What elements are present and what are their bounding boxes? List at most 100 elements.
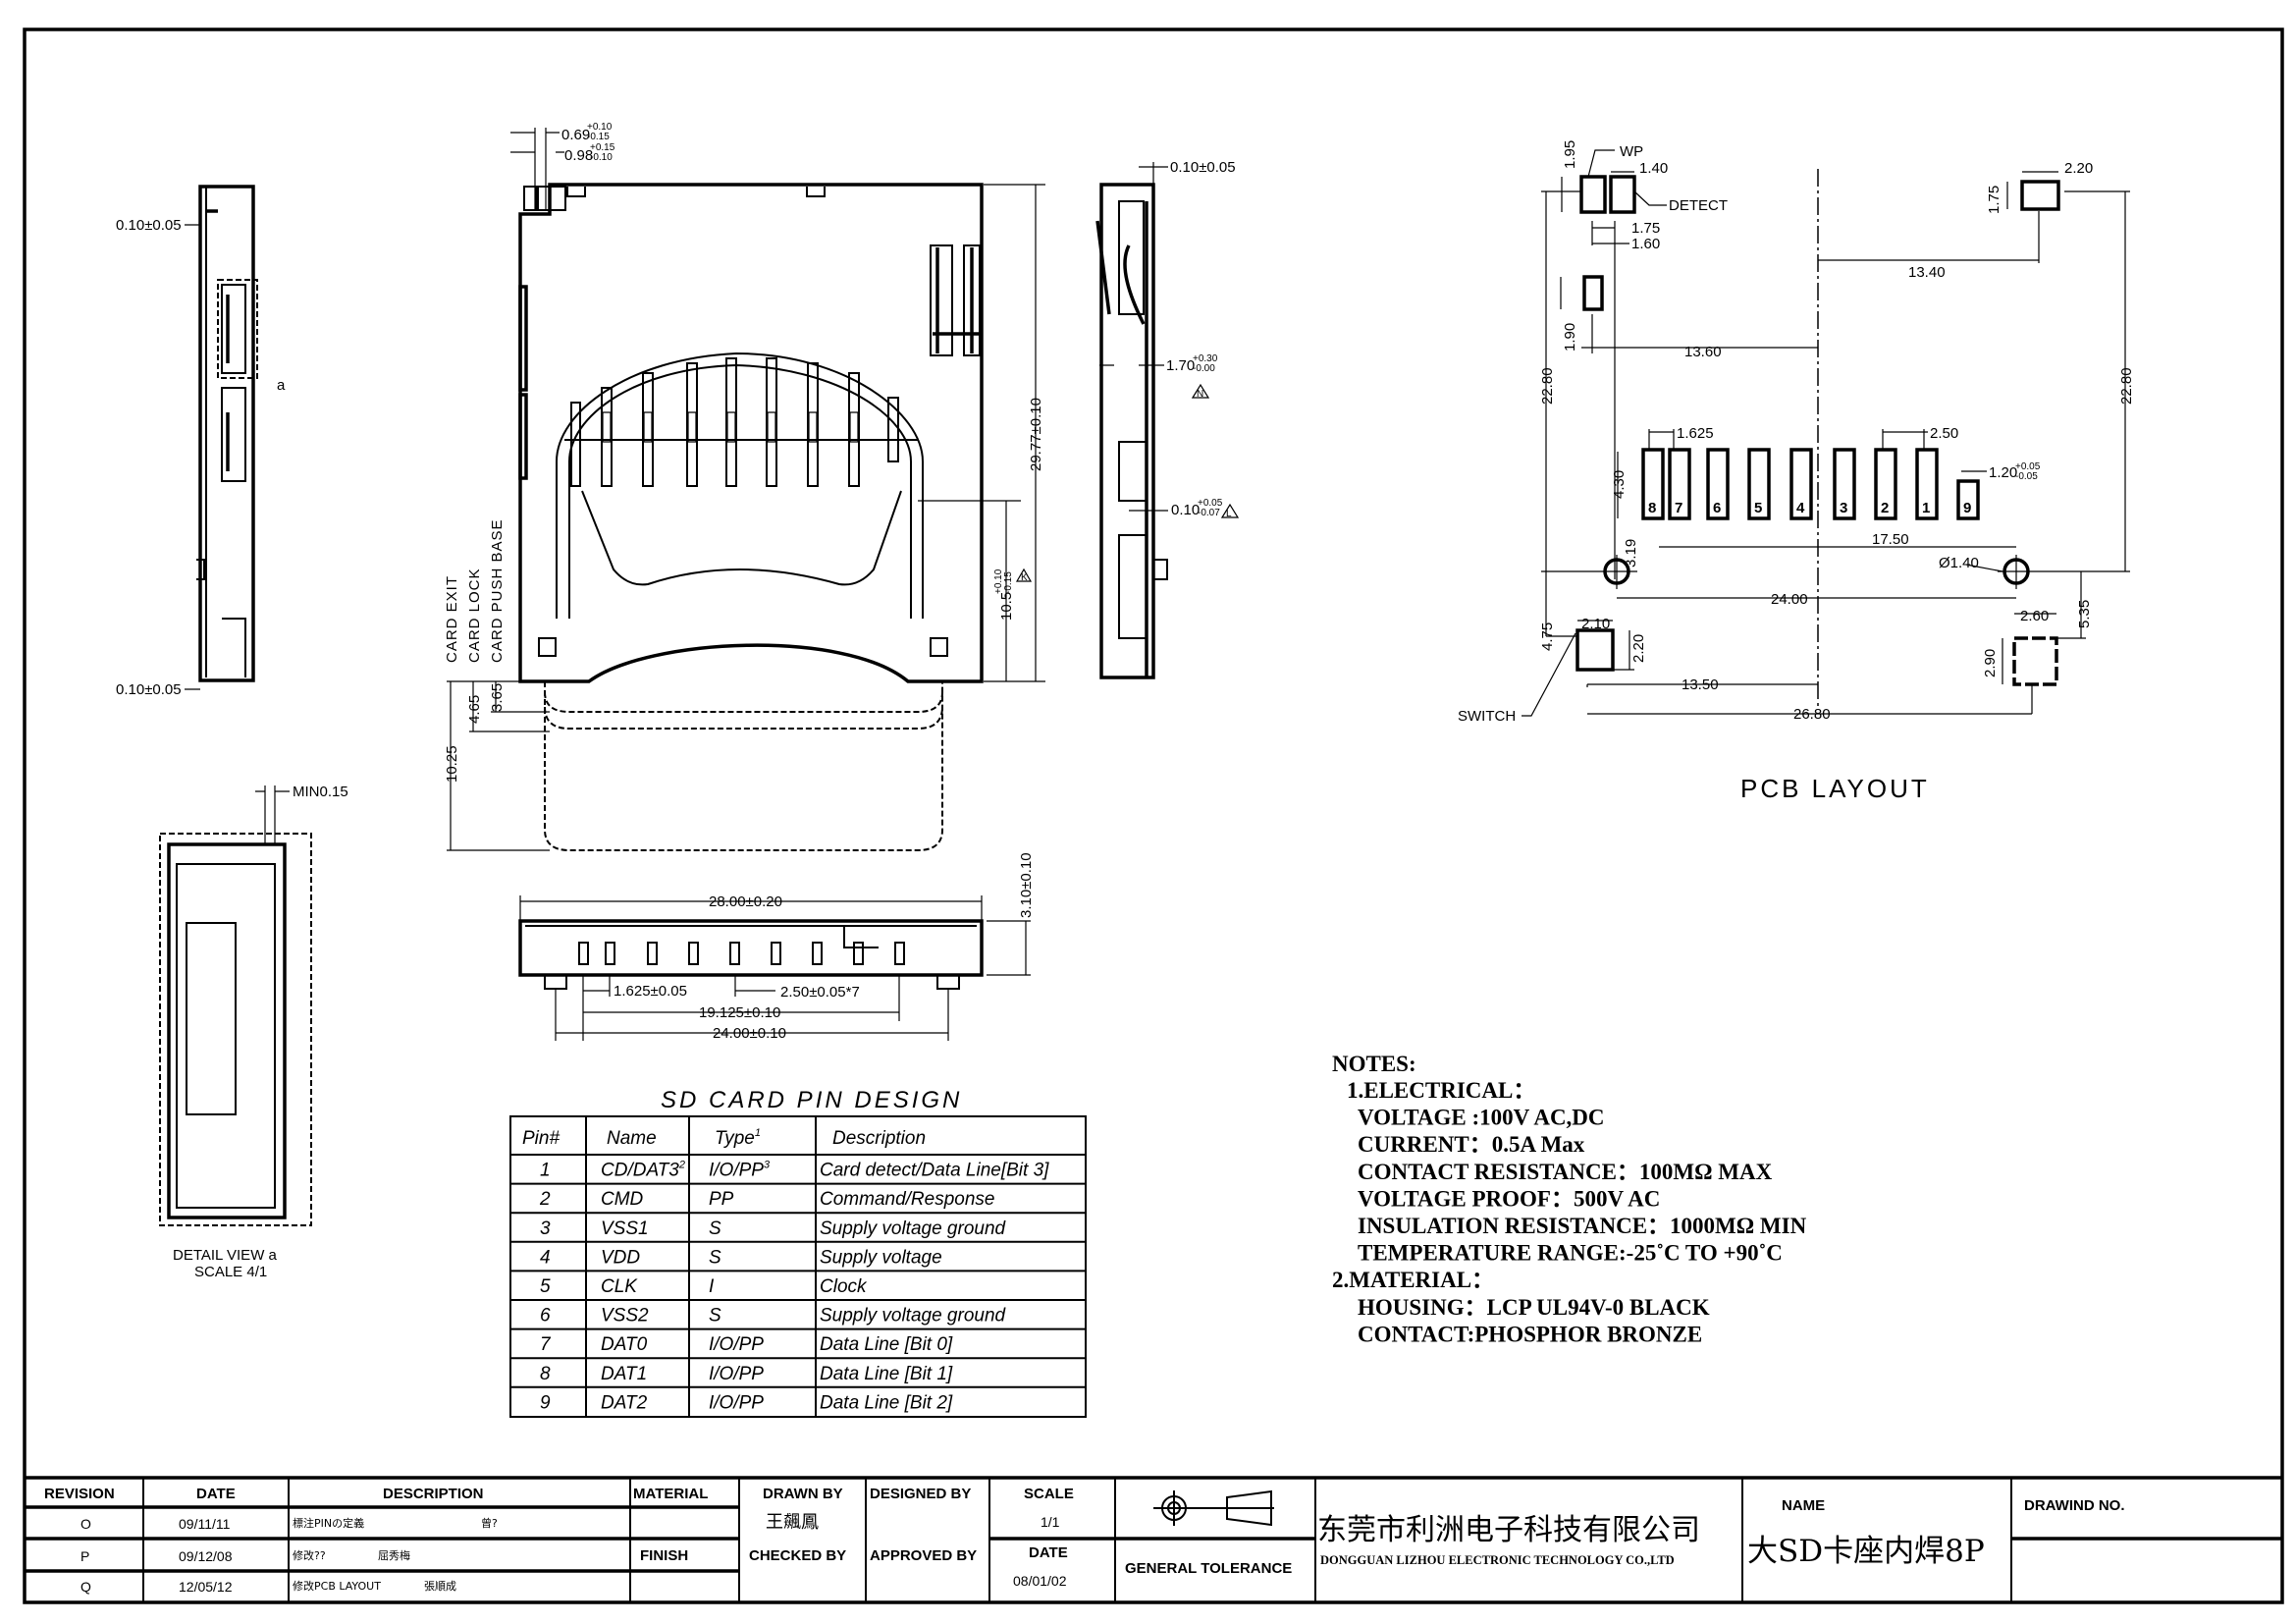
svg-text:I/O/PP: I/O/PP bbox=[709, 1334, 764, 1355]
sheet-border bbox=[23, 27, 2284, 1604]
revision-date: 12/05/12 bbox=[179, 1579, 233, 1595]
pin-number: 8 bbox=[540, 1364, 551, 1384]
svg-text:VDD: VDD bbox=[601, 1247, 640, 1268]
bottom-dim-pitch1: 1.625±0.05 bbox=[614, 983, 687, 1000]
pcb-pad: 3 bbox=[1833, 448, 1856, 520]
svg-text:I/O/PP: I/O/PP bbox=[709, 1364, 764, 1384]
right-dim-170-tol-plus: +0.30 bbox=[1193, 353, 1218, 364]
pin-description: Data Line [Bit 1] bbox=[820, 1364, 953, 1384]
header-material: MATERIAL bbox=[633, 1486, 708, 1502]
pcb-pad-number: 1 bbox=[1922, 500, 1930, 516]
notes-line: CURRENT：0.5A Max bbox=[1358, 1132, 1585, 1157]
pcb-detect-label: DETECT bbox=[1669, 197, 1728, 214]
pcb-pad: 5 bbox=[1747, 448, 1771, 520]
pcb-d140: 1.40 bbox=[1639, 160, 1668, 177]
svg-text:S: S bbox=[709, 1247, 721, 1268]
header-general-tolerance: GENERAL TOLERANCE bbox=[1125, 1560, 1292, 1577]
pcb-pad: 9 bbox=[1956, 479, 1980, 520]
pcb-pad-number: 6 bbox=[1713, 500, 1721, 516]
header-pin: Pin# bbox=[522, 1128, 560, 1149]
revision-description: 修改?? bbox=[293, 1548, 326, 1562]
pcb-d535: 5.35 bbox=[2076, 600, 2093, 628]
pin-description: Supply voltage bbox=[820, 1247, 942, 1268]
revision-date: 09/12/08 bbox=[179, 1548, 233, 1564]
pin-name-sup: 2 bbox=[678, 1160, 685, 1171]
header-drawing-no: DRAWIND NO. bbox=[2024, 1497, 2125, 1514]
pin-number: 6 bbox=[540, 1306, 551, 1326]
drawn-by-value: 王飆鳳 bbox=[766, 1512, 819, 1532]
pcb-pad: 8 bbox=[1641, 448, 1665, 520]
dim-105-mark: K bbox=[1021, 572, 1028, 583]
pin-number: 3 bbox=[540, 1218, 551, 1239]
right-dim-170-tol-minus: -0.00 bbox=[1193, 363, 1215, 374]
left-side-view: a 0.10±0.05 0.10±0.05 bbox=[116, 185, 286, 698]
header-name: NAME bbox=[1782, 1497, 1825, 1514]
dim-465: 4.65 bbox=[466, 695, 483, 724]
notes-section-heading: 1.ELECTRICAL： bbox=[1347, 1078, 1535, 1103]
pcb-d120-tol-plus: +0.05 bbox=[2015, 461, 2041, 472]
pin-description: Supply voltage ground bbox=[820, 1218, 1007, 1239]
pcb-d2280a: 22.80 bbox=[1539, 367, 1556, 405]
pcb-d475: 4.75 bbox=[1539, 623, 1556, 651]
revision-code: P bbox=[80, 1548, 89, 1564]
dim-1025: 10.25 bbox=[444, 745, 460, 783]
dim-098-tol-plus: +0.15 bbox=[590, 142, 615, 153]
pcb-d120: 1.20 bbox=[1989, 464, 2017, 481]
pin-name: VDD bbox=[601, 1247, 640, 1268]
bottom-dim-holes: 24.00±0.10 bbox=[713, 1025, 786, 1042]
notes-line: HOUSING：LCP UL94V-0 BLACK bbox=[1358, 1295, 1710, 1320]
top-view-contacts bbox=[570, 357, 899, 487]
pcb-d290: 2.90 bbox=[1982, 649, 1999, 677]
dim-069: 0.69 bbox=[561, 127, 590, 143]
pin-table-title: SD CARD PIN DESIGN bbox=[661, 1087, 962, 1113]
pcb-pad: 6 bbox=[1706, 448, 1730, 520]
notes-line: CONTACT:PHOSPHOR BRONZE bbox=[1358, 1322, 1702, 1346]
svg-text:I: I bbox=[709, 1276, 715, 1297]
pcb-d190: 1.90 bbox=[1562, 323, 1578, 352]
pcb-d2280b: 22.80 bbox=[2118, 367, 2135, 405]
pcb-pad: 1 bbox=[1915, 448, 1939, 520]
svg-text:DAT0: DAT0 bbox=[601, 1334, 648, 1355]
right-dim-top: 0.10±0.05 bbox=[1170, 159, 1236, 176]
svg-text:Type1: Type1 bbox=[715, 1127, 761, 1149]
notes-line: INSULATION RESISTANCE：1000MΩ MIN bbox=[1358, 1214, 1807, 1238]
header-designed-by: DESIGNED BY bbox=[870, 1486, 971, 1502]
header-scale: SCALE bbox=[1024, 1486, 1074, 1502]
card-push-base-label: CARD PUSH BASE bbox=[489, 518, 506, 663]
pin-name: DAT2 bbox=[601, 1392, 648, 1413]
pin-type: I bbox=[709, 1276, 715, 1297]
revision-code: Q bbox=[80, 1579, 91, 1595]
pcb-pad-number: 8 bbox=[1648, 500, 1656, 516]
bottom-dim-width: 28.00±0.20 bbox=[709, 893, 782, 910]
pcb-d2400: 24.00 bbox=[1771, 591, 1808, 608]
pcb-d195: 1.95 bbox=[1562, 140, 1578, 169]
dim-365: 3.65 bbox=[489, 683, 506, 712]
detail-view: MIN0.15 DETAIL VIEW a SCALE 4/1 bbox=[159, 784, 348, 1280]
dim-098: 0.98 bbox=[564, 147, 593, 164]
pcb-pad-number: 5 bbox=[1754, 500, 1762, 516]
right-dim-010-mark: L bbox=[1226, 509, 1232, 519]
svg-text:VSS1: VSS1 bbox=[601, 1218, 649, 1239]
pcb-d2680: 26.80 bbox=[1793, 706, 1831, 723]
title-block: REVISION DATE DESCRIPTION MATERIAL FINIS… bbox=[25, 1476, 2282, 1602]
pcb-d210: 2.10 bbox=[1581, 616, 1610, 632]
pin-name: DAT0 bbox=[601, 1334, 648, 1355]
header-description: DESCRIPTION bbox=[383, 1486, 484, 1502]
detail-scale: SCALE 4/1 bbox=[194, 1264, 267, 1280]
revision-date: 09/11/11 bbox=[179, 1516, 231, 1532]
pin-type: PP bbox=[709, 1189, 734, 1210]
notes-line: VOLTAGE PROOF：500V AC bbox=[1358, 1186, 1660, 1211]
dim-098-tol-minus: -0.10 bbox=[590, 152, 613, 163]
revision-description: 修改PCB LAYOUT bbox=[293, 1579, 381, 1593]
dim-105-tol-plus: +0.10 bbox=[993, 568, 1004, 594]
pcb-d1750: 17.50 bbox=[1872, 531, 1909, 548]
pin-type: I/O/PP bbox=[709, 1392, 764, 1413]
pin-type: I/O/PP bbox=[709, 1334, 764, 1355]
